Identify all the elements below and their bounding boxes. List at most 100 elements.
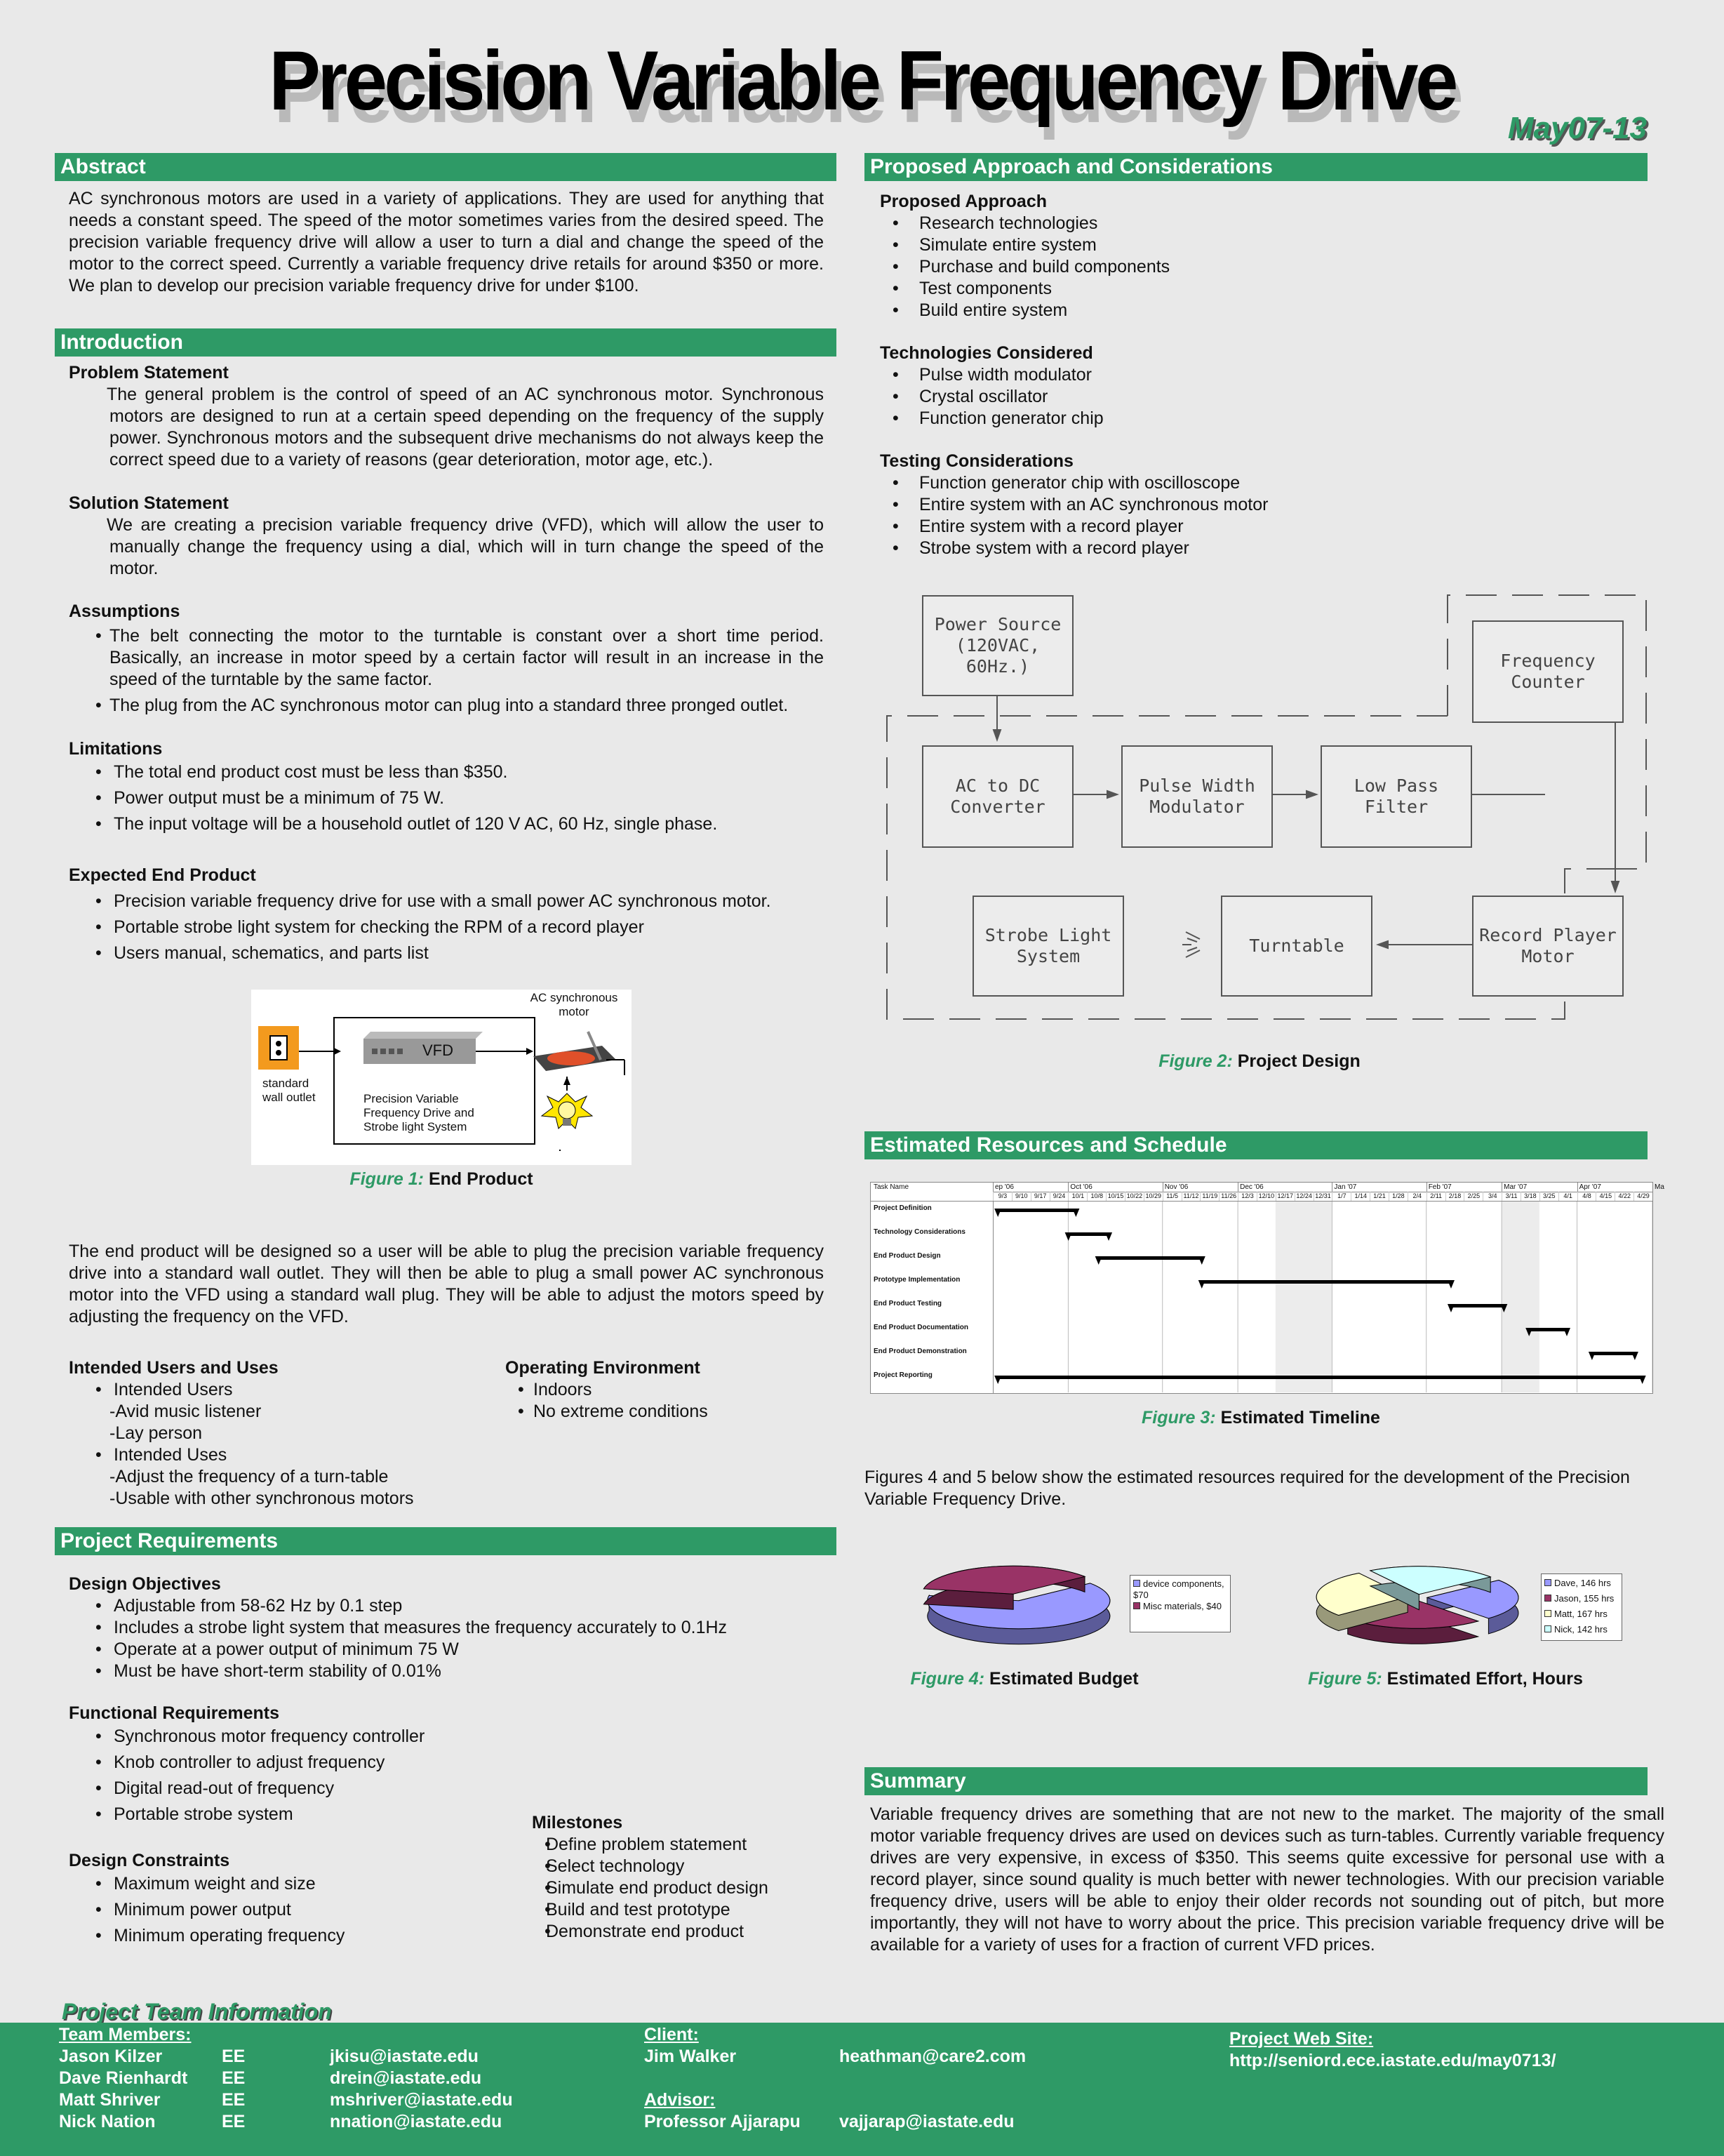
- poster-title: Precision Variable Frequency Drive: [269, 34, 1458, 128]
- member-name: Jason Kilzer: [59, 2047, 163, 2066]
- functional-title: Functional Requirements: [69, 1703, 280, 1723]
- gantt-week-label: 10/22: [1125, 1192, 1144, 1201]
- gantt-bar-end: [1105, 1232, 1113, 1241]
- gantt-bar: [998, 1376, 1643, 1379]
- approach-item: Purchase and build components: [880, 256, 1638, 278]
- figure-2-number: Figure 2:: [1158, 1051, 1233, 1071]
- figure-4-text: Estimated Budget: [989, 1669, 1139, 1689]
- gantt-bar: [998, 1209, 1076, 1212]
- gantt-week-label: 10/8: [1087, 1192, 1106, 1201]
- figure-2-caption: Figure 2: Project Design: [870, 1051, 1649, 1072]
- gantt-bar-end: [994, 1209, 1002, 1217]
- gantt-week-label: 1/21: [1370, 1192, 1389, 1201]
- member-dept: EE: [222, 2090, 246, 2110]
- gantt-bar-end: [1072, 1209, 1080, 1217]
- member-email[interactable]: drein@iastate.edu: [330, 2068, 482, 2088]
- turntable-block: Turntable: [1221, 896, 1372, 997]
- gantt-week-label: 2/11: [1426, 1192, 1445, 1201]
- client-title: Client:: [644, 2025, 699, 2044]
- limitations-title: Limitations: [69, 739, 163, 759]
- pie-slice: [927, 1583, 1111, 1630]
- gantt-task-name: Project Reporting: [874, 1371, 933, 1379]
- gantt-week-label: 3/18: [1521, 1192, 1539, 1201]
- gantt-bar: [1068, 1232, 1109, 1236]
- advisor-name: Professor Ajjarapu: [644, 2112, 801, 2131]
- pie-slice: [923, 1565, 1086, 1595]
- members-title: Team Members:: [59, 2025, 192, 2044]
- gantt-week-label: 1/14: [1351, 1192, 1370, 1201]
- functional-item: Digital read-out of frequency: [69, 1778, 518, 1799]
- gantt-week-label: 9/10: [1011, 1192, 1031, 1201]
- expected-title: Expected End Product: [69, 865, 256, 885]
- gantt-week-label: 12/31: [1313, 1192, 1332, 1201]
- technology-item: Function generator chip: [880, 408, 1638, 430]
- member-email[interactable]: mshriver@iastate.edu: [330, 2090, 513, 2110]
- client-email[interactable]: heathman@care2.com: [839, 2047, 1027, 2066]
- abstract-heading: Abstract: [55, 153, 836, 181]
- record-player-motor-block: Record Player Motor: [1472, 896, 1624, 997]
- gantt-task-header: Task Name: [871, 1183, 993, 1202]
- footer-team-info: Team Members: Jason Kilzer EE jkisu@iast…: [0, 2023, 1724, 2156]
- gantt-month-label: Apr '07: [1577, 1183, 1652, 1192]
- end-product-illustration: [258, 1017, 625, 1151]
- effort-legend-item: Nick, 142 hrs: [1544, 1622, 1619, 1637]
- gantt-bar-end: [1198, 1256, 1205, 1265]
- pie-slice: [1369, 1566, 1492, 1595]
- technology-item: Pulse width modulator: [880, 364, 1638, 386]
- effort-legend: Dave, 146 hrs Jason, 155 hrs Matt, 167 h…: [1541, 1573, 1622, 1641]
- users-sub-item: -Lay person: [109, 1423, 203, 1443]
- figure-2-project-design: Power Source (120VAC, 60Hz.) Frequency C…: [870, 590, 1649, 1025]
- figure-3-caption: Figure 3: Estimated Timeline: [870, 1408, 1652, 1428]
- gantt-month-label: Nov '06: [1162, 1183, 1238, 1192]
- testing-item: Strobe system with a record player: [880, 538, 1638, 559]
- gantt-bar-end: [1064, 1232, 1072, 1241]
- functional-item: Synchronous motor frequency controller: [69, 1726, 518, 1748]
- design-objective-item: Must be have short-term stability of 0.0…: [69, 1661, 824, 1682]
- member-dept: EE: [222, 2047, 246, 2066]
- team-heading: Project Team Information: [62, 1999, 332, 2024]
- gantt-bars: [994, 1202, 1652, 1392]
- gantt-task-name: End Product Design: [874, 1252, 941, 1260]
- motor-label: AC synchronous motor: [530, 991, 618, 1018]
- testing-item: Entire system with an AC synchronous mot…: [880, 494, 1638, 516]
- gantt-week-label: 4/1: [1558, 1192, 1577, 1201]
- advisor-email[interactable]: vajjarap@iastate.edu: [839, 2112, 1015, 2131]
- effort-legend-item: Matt, 167 hrs: [1544, 1606, 1619, 1622]
- gantt-month-label: Mar '07: [1502, 1183, 1577, 1192]
- design-objectives-section: Design Objectives Adjustable from 58-62 …: [69, 1573, 824, 1682]
- member-email[interactable]: nnation@iastate.edu: [330, 2112, 502, 2131]
- gantt-bar-end: [1563, 1328, 1571, 1336]
- approach-item: Test components: [880, 278, 1638, 300]
- effort-legend-label: Dave, 146 hrs: [1554, 1578, 1611, 1588]
- legend-swatch: [1544, 1595, 1551, 1602]
- constraints-title: Design Constraints: [69, 1851, 230, 1870]
- web-url-link[interactable]: http://seniord.ece.iastate.edu/may0713/: [1229, 2051, 1556, 2070]
- limitation-item: The input voltage will be a household ou…: [69, 813, 824, 835]
- expected-item: Portable strobe light system for checkin…: [69, 917, 824, 938]
- budget-legend-label: device components, $70: [1133, 1578, 1224, 1600]
- figure-3-text: Estimated Timeline: [1220, 1408, 1380, 1428]
- figure-1-text: End Product: [428, 1169, 533, 1189]
- limitations-section: Limitations The total end product cost m…: [69, 738, 824, 835]
- solution-section: Solution Statement We are creating a pre…: [69, 493, 824, 580]
- gantt-bar-end: [1447, 1304, 1455, 1312]
- figure-1-caption: Figure 1: End Product: [251, 1169, 632, 1190]
- gantt-week-label: 12/10: [1257, 1192, 1276, 1201]
- summary-text: Variable frequency drives are something …: [870, 1804, 1664, 1955]
- assumption-item: The belt connecting the motor to the tur…: [69, 625, 824, 691]
- gantt-bar: [1591, 1352, 1635, 1355]
- milestones-title: Milestones: [532, 1813, 623, 1832]
- technologies-title: Technologies Considered: [880, 343, 1093, 363]
- gantt-task-name: End Product Testing: [874, 1300, 942, 1307]
- solution-title: Solution Statement: [69, 493, 229, 513]
- gantt-bar: [1450, 1304, 1504, 1307]
- gantt-task-name: Technology Considerations: [874, 1228, 965, 1236]
- gantt-week-label: 9/17: [1030, 1192, 1050, 1201]
- member-email[interactable]: jkisu@iastate.edu: [330, 2047, 479, 2066]
- environment-section: Operating Environment Indoors No extreme…: [505, 1357, 828, 1423]
- approach-section: Proposed Approach Research technologies …: [880, 191, 1638, 321]
- users-item: Intended Users: [69, 1379, 462, 1401]
- expected-section: Expected End Product Precision variable …: [69, 865, 824, 964]
- effort-legend-label: Jason, 155 hrs: [1554, 1593, 1615, 1604]
- gantt-task-name: End Product Documentation: [874, 1324, 968, 1331]
